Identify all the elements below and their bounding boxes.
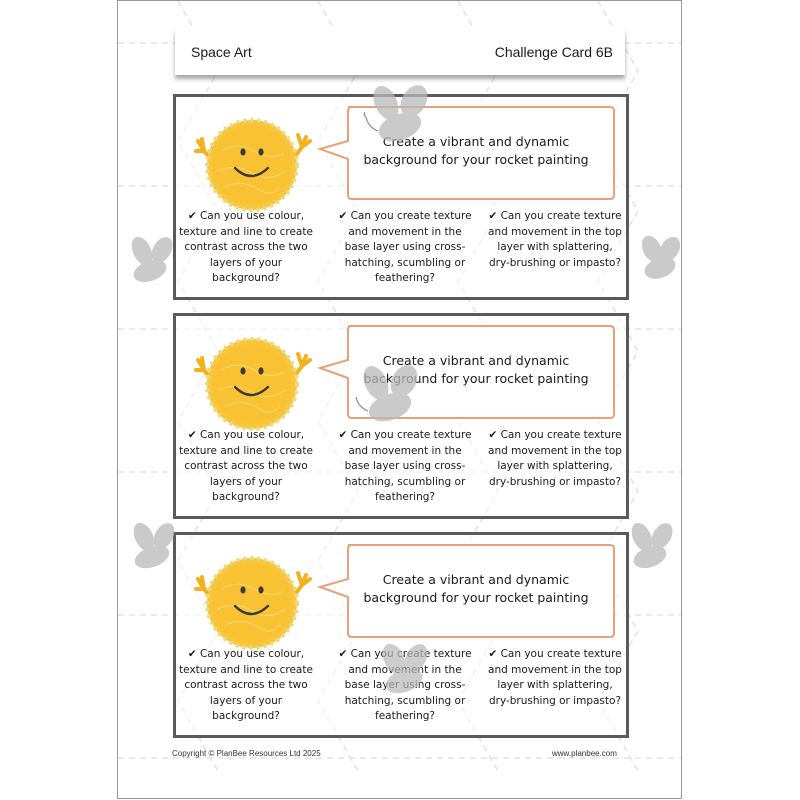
challenge-card-3: Create a vibrant and dynamic background … — [173, 532, 629, 738]
sun-character-icon — [194, 337, 312, 431]
question-top-layer: ✔ Can you create texture and movement in… — [488, 429, 622, 488]
bee-watermark-icon — [641, 235, 681, 279]
question-contrast: ✔ Can you use colour, texture and line t… — [179, 210, 313, 284]
bee-watermark-icon — [382, 643, 428, 694]
question-base-layer: ✔ Can you create texture and movement in… — [338, 210, 472, 284]
question-base-layer: ✔ Can you create texture and movement in… — [338, 429, 472, 503]
bee-watermark-icon — [131, 236, 173, 283]
bee-watermark-icon — [363, 85, 428, 142]
bee-watermark-icon — [355, 365, 418, 422]
sun-character-icon — [194, 118, 312, 212]
website-link[interactable]: www.planbee.com — [552, 749, 617, 758]
question-contrast: ✔ Can you use colour, texture and line t… — [179, 648, 313, 722]
question-contrast: ✔ Can you use colour, texture and line t… — [179, 429, 313, 503]
copyright-notice: Copyright © PlanBee Resources Ltd 2025 — [172, 749, 321, 758]
challenge-instruction: Create a vibrant and dynamic background … — [363, 353, 589, 386]
question-top-layer: ✔ Can you create texture and movement in… — [488, 648, 622, 707]
challenge-card-label: Challenge Card 6B — [494, 44, 613, 60]
bee-watermark-icon — [133, 522, 175, 569]
challenge-instruction: Create a vibrant and dynamic background … — [363, 134, 589, 167]
sun-character-icon — [194, 556, 312, 650]
speech-bubble — [316, 544, 615, 638]
subject-title: Space Art — [191, 44, 252, 60]
card-header: Space Art Challenge Card 6B — [175, 29, 625, 75]
challenge-instruction: Create a vibrant and dynamic background … — [363, 572, 589, 605]
question-top-layer: ✔ Can you create texture and movement in… — [488, 210, 622, 269]
worksheet-page: Space Art Challenge Card 6B Create a vib… — [117, 0, 682, 799]
bee-watermark-icon — [631, 522, 673, 569]
